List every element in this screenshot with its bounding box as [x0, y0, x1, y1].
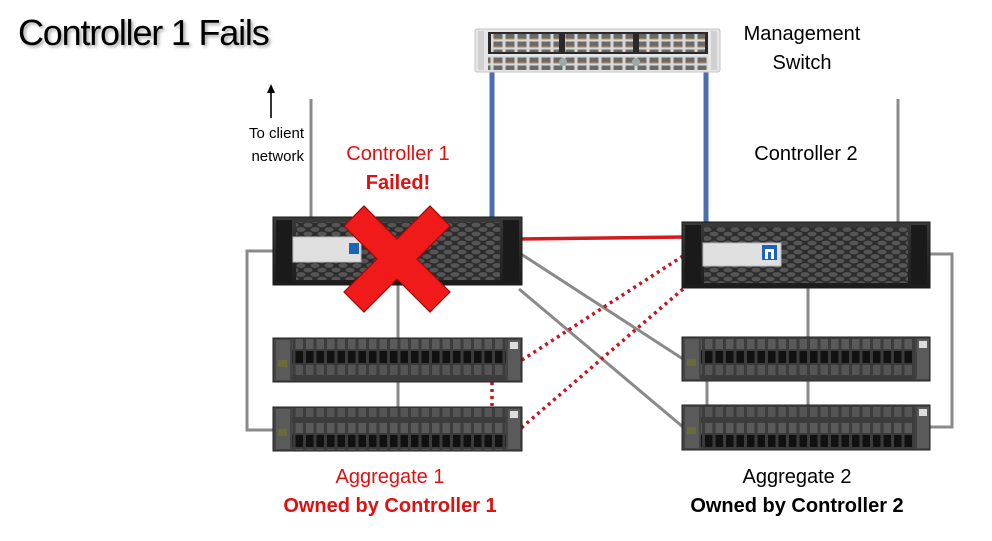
- ctrl1-to-agg2-shelf1: [520, 252, 684, 361]
- netapp-logo-icon: [762, 245, 777, 260]
- client-network-label-line2: network: [251, 148, 304, 165]
- management-switch-label-line2: Switch: [772, 52, 832, 74]
- aggregate-2-shelf-1[interactable]: [681, 336, 931, 382]
- aggregate-2-shelf-2[interactable]: [681, 404, 931, 451]
- aggregate-1-name: Aggregate 1: [335, 466, 445, 488]
- aggregate-1-shelf-2[interactable]: [272, 406, 523, 452]
- controller-2-label: Controller 2: [726, 140, 886, 169]
- network-switch-icon[interactable]: [474, 28, 721, 73]
- ctrl2-shelf-loop-cable: [929, 252, 954, 429]
- management-switch-label: Management Switch: [722, 20, 882, 78]
- ctrl2-to-agg1-shelf2-dotted: [518, 287, 685, 431]
- takeover-paths: [490, 254, 685, 431]
- cabling: [245, 99, 954, 432]
- controller-1-name: Controller 1: [346, 143, 450, 165]
- ha-interconnect-cable: [519, 235, 684, 241]
- client-network-label-line1: To client: [248, 125, 304, 142]
- x-mark-icon: [343, 205, 451, 313]
- page-title: Controller 1 Fails: [18, 12, 270, 53]
- aggregate-2-owner: Owned by Controller 2: [690, 495, 904, 517]
- aggregate-2-label: Aggregate 2 Owned by Controller 2: [657, 463, 937, 521]
- aggregate-1-shelf-1[interactable]: [272, 337, 523, 383]
- aggregate-1-owner: Owned by Controller 1: [283, 495, 497, 517]
- ctrl1-shelf-loop-cable: [245, 249, 274, 432]
- aggregate-1-label: Aggregate 1 Owned by Controller 1: [250, 463, 530, 521]
- arrow-up-icon: [267, 84, 275, 118]
- controller-2-name: Controller 2: [754, 143, 858, 165]
- aggregate-2-name: Aggregate 2: [742, 466, 852, 488]
- client-network-label: To client network: [222, 122, 304, 168]
- controller-1-label: Controller 1 Failed!: [318, 140, 478, 198]
- controller-1-status: Failed!: [365, 172, 431, 194]
- controller-2-chassis[interactable]: [681, 221, 931, 289]
- management-switch-label-line1: Management: [743, 23, 861, 45]
